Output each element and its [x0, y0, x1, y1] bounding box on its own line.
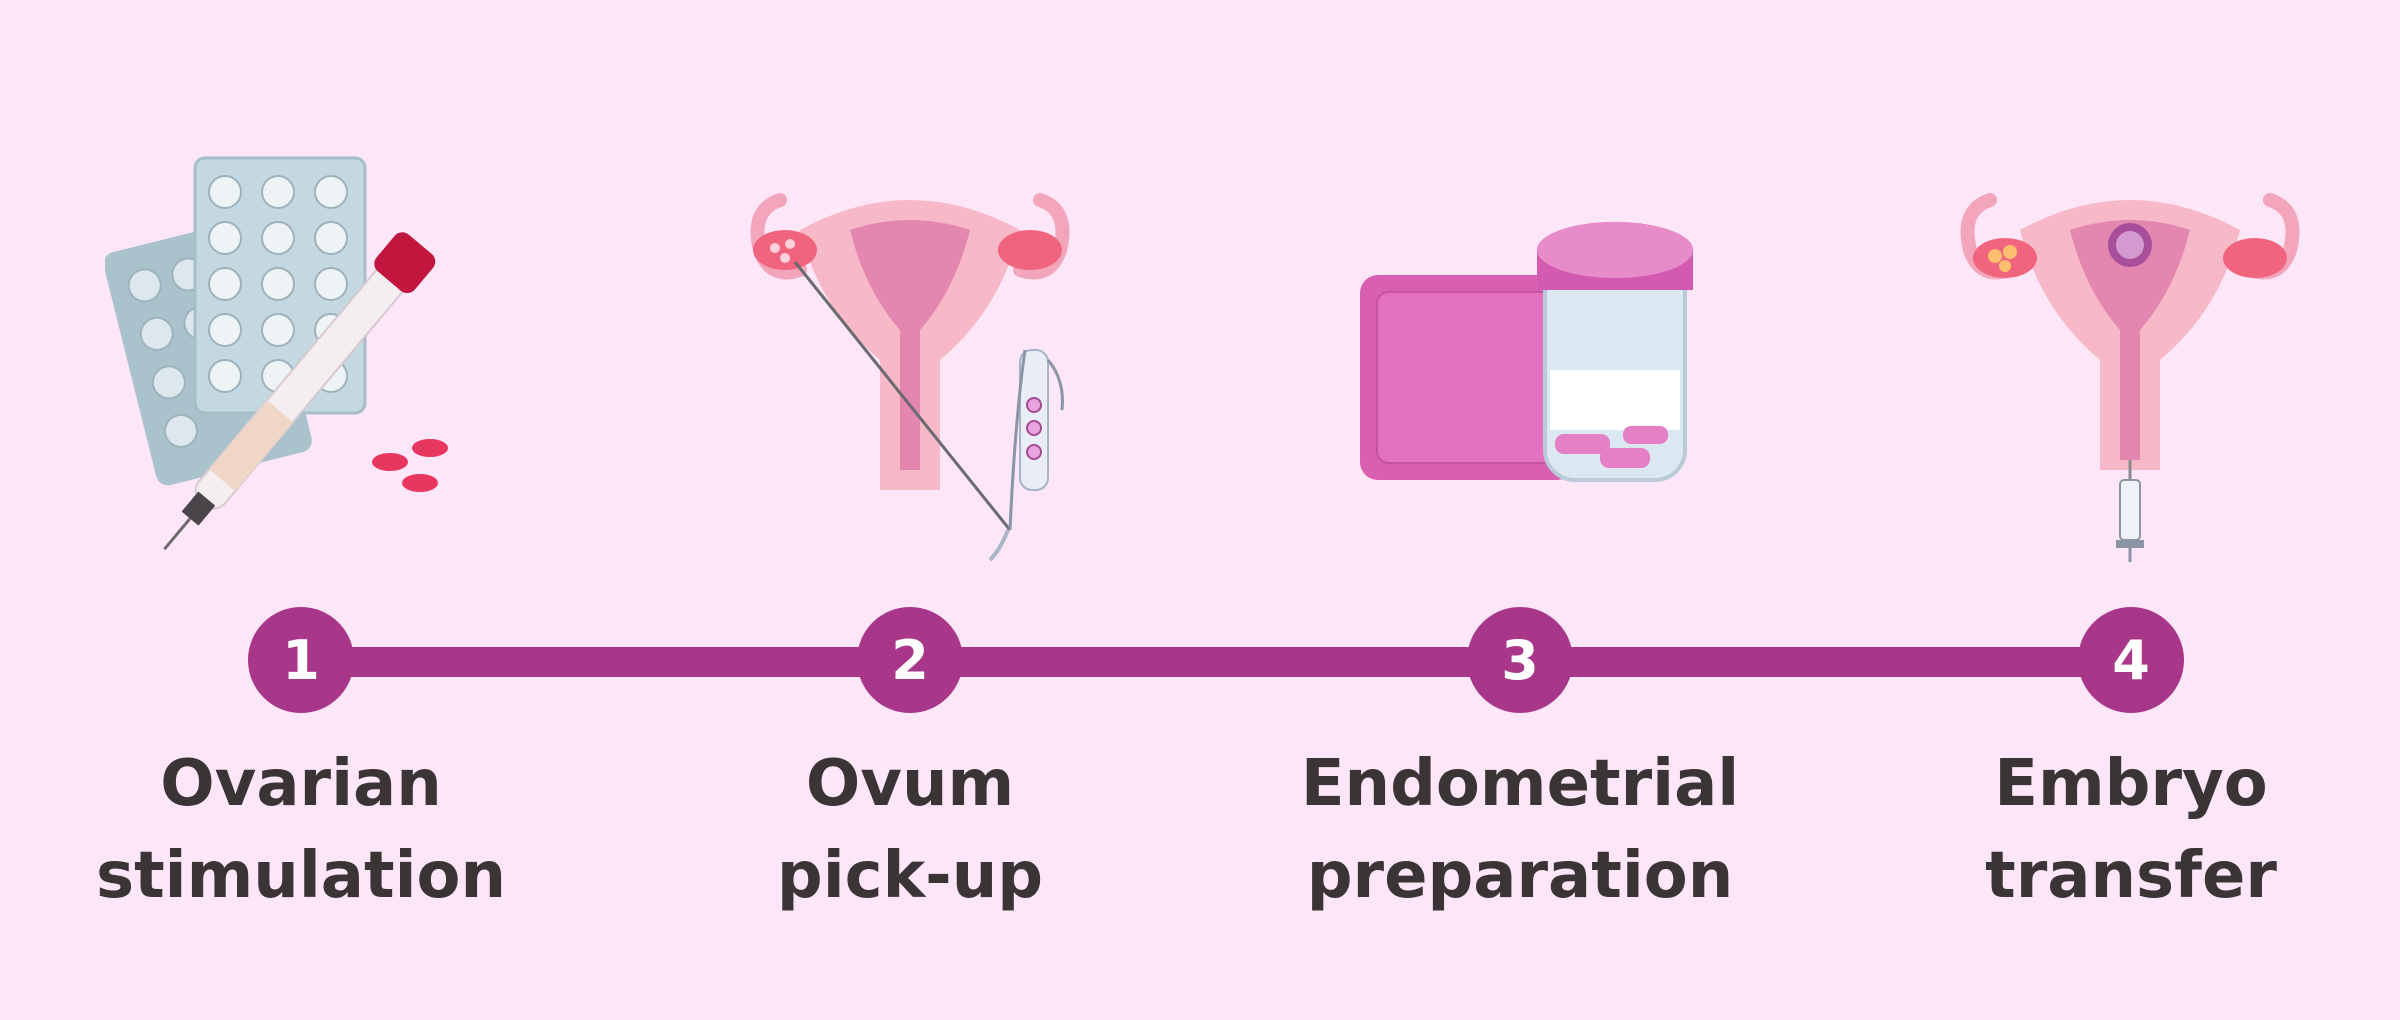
step-1-label-line1: Ovarian: [160, 747, 442, 821]
step-1-label: Ovarian stimulation: [61, 738, 541, 922]
step-1-number-badge: 1: [248, 607, 354, 713]
step-4-label-line2: transfer: [1985, 839, 2277, 913]
step-4-label-line1: Embryo: [1994, 747, 2268, 821]
step-2-label-line1: Ovum: [805, 747, 1015, 821]
step-3-label-line1: Endometrial: [1300, 747, 1740, 821]
step-3-label: Endometrial preparation: [1280, 738, 1760, 922]
step-4-label: Embryo transfer: [1891, 738, 2371, 922]
patch-and-pill-jar-icon: [1360, 222, 1693, 482]
step-2-number-badge: 2: [857, 607, 963, 713]
step-2-label: Ovum pick-up: [670, 738, 1150, 922]
step-1-label-line2: stimulation: [95, 839, 507, 913]
step-4-number-badge: 4: [2078, 607, 2184, 713]
ovum-retrieval-icon: [750, 193, 1070, 562]
timeline-line: [300, 647, 2130, 677]
step-2-label-line2: pick-up: [776, 839, 1044, 913]
pills-and-injection-pen-icon: [105, 156, 448, 551]
embryo-transfer-icon: [1960, 193, 2300, 562]
step-3-label-line2: preparation: [1306, 839, 1734, 913]
step-3-number-badge: 3: [1467, 607, 1573, 713]
